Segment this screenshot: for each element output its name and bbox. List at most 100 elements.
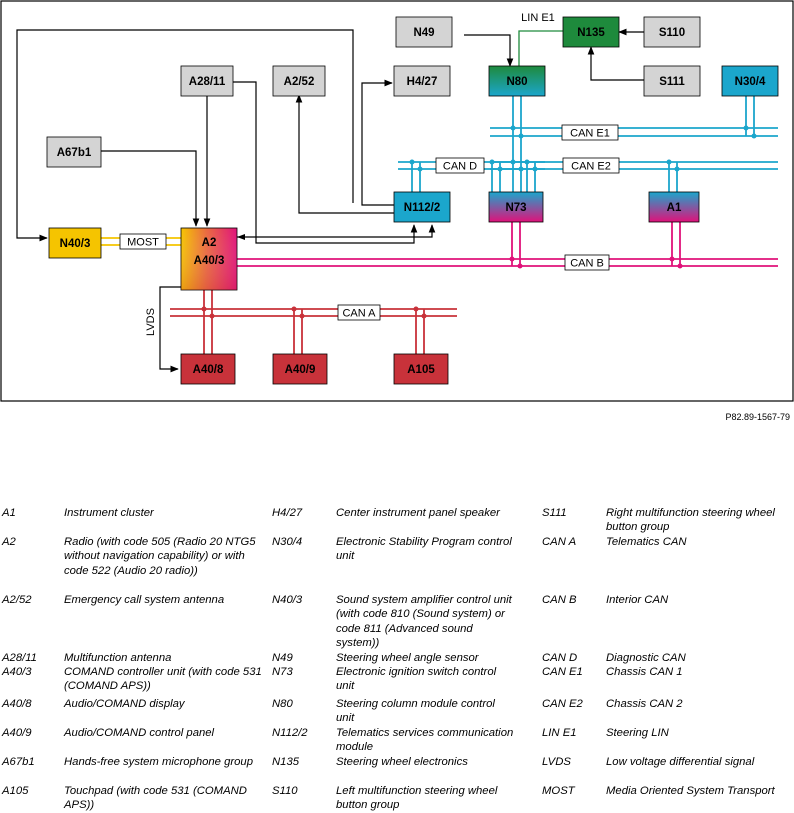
legend-description: Instrument cluster — [64, 507, 154, 519]
diagram-frame — [0, 0, 794, 402]
box-s111: S111 — [643, 65, 701, 97]
can-e1-label: CAN E1 — [570, 128, 610, 140]
bus-label-can-d: CAN D — [435, 157, 485, 174]
legend-code: H4/27 — [272, 507, 303, 519]
can-e1-bus — [490, 127, 778, 137]
n80-label: N80 — [506, 76, 527, 88]
a408-label: A40/8 — [193, 364, 224, 376]
box-n49: N49 — [395, 16, 453, 48]
a409-label: A40/9 — [285, 364, 316, 376]
legend-description: Telematics CAN — [606, 536, 687, 548]
legend-description: Interior CAN — [606, 594, 669, 606]
legend-code: N73 — [272, 666, 293, 678]
n403-label: N40/3 — [60, 238, 91, 250]
signal-arrows — [16, 28, 644, 373]
legend-description: Chassis CAN 2 — [606, 698, 683, 710]
n135-label: N135 — [577, 27, 605, 39]
h427-label: H4/27 — [407, 76, 438, 88]
box-h427: H4/27 — [393, 65, 451, 97]
legend-description: COMAND controller unit (with code 531 (C… — [64, 666, 262, 693]
legend-code: LVDS — [542, 756, 571, 768]
can-d-label: CAN D — [443, 161, 477, 173]
s110-label: S110 — [659, 27, 685, 39]
legend-description: Touchpad (with code 531 (COMAND APS)) — [64, 785, 247, 812]
legend-code: A1 — [2, 507, 16, 519]
n73-label: N73 — [505, 202, 526, 214]
n80-can-drops — [512, 96, 522, 192]
legend-code: CAN E2 — [542, 698, 583, 710]
legend-description: Multifunction antenna — [64, 652, 172, 664]
legend-code: A28/11 — [2, 652, 37, 664]
legend-description: Radio (with code 505 (Radio 20 NTG5 with… — [64, 536, 256, 577]
legend-description: Steering wheel electronics — [336, 756, 468, 768]
legend-description: Low voltage differential signal — [606, 756, 755, 768]
legend-description: Right multifunction steering wheel butto… — [606, 507, 775, 534]
legend-description: Telematics services communication module — [336, 727, 514, 754]
legend-code: N135 — [272, 756, 300, 768]
box-n1122: N112/2 — [393, 191, 451, 223]
a105-label: A105 — [407, 364, 435, 376]
box-n304: N30/4 — [721, 65, 779, 97]
legend-code: A40/3 — [2, 666, 32, 678]
legend-code: LIN E1 — [542, 727, 577, 739]
legend-description: Steering LIN — [606, 727, 669, 739]
bus-label-can-e1: CAN E1 — [561, 124, 619, 141]
bus-label-most: MOST — [119, 233, 167, 250]
legend-description: Hands-free system microphone group — [64, 756, 253, 768]
a403-label-a2: A2 — [202, 237, 217, 249]
legend-code: CAN E1 — [542, 666, 583, 678]
legend-description: Chassis CAN 1 — [606, 666, 683, 678]
can-e2-label: CAN E2 — [571, 161, 611, 173]
lin-e1-line — [518, 30, 563, 68]
legend-description: Audio/COMAND display — [64, 698, 185, 710]
legend-description: Steering wheel angle sensor — [336, 652, 479, 664]
box-a408: A40/8 — [180, 353, 236, 385]
can-b-bus — [236, 258, 778, 267]
legend-description: Left multifunction steering wheel button… — [336, 785, 498, 812]
box-a1: A1 — [648, 191, 700, 223]
legend-description: Audio/COMAND control panel — [64, 727, 215, 739]
a252-label: A2/52 — [284, 76, 315, 88]
legend-code: CAN D — [542, 652, 578, 664]
can-a-drops — [203, 290, 425, 354]
box-a403: A2 A40/3 — [180, 227, 238, 291]
box-a105: A105 — [393, 353, 449, 385]
n304-label: N30/4 — [735, 76, 766, 88]
lvds-label: LVDS — [145, 308, 157, 336]
bus-label-can-a: CAN A — [337, 304, 381, 321]
network-diagram: LIN E1 CAN E1 CAN D CAN E2 CAN B CAN A M… — [0, 0, 794, 402]
legend-code: A40/9 — [2, 727, 32, 739]
can-a-junction-dots — [201, 306, 427, 319]
can-a-bus — [170, 308, 457, 317]
legend-code: S111 — [542, 507, 567, 519]
legend-code: A67b1 — [2, 756, 35, 768]
can-a-label: CAN A — [342, 308, 376, 320]
box-a409: A40/9 — [272, 353, 328, 385]
box-a252: A2/52 — [272, 65, 326, 97]
bus-junction-dots — [409, 125, 757, 172]
a1-can-drops — [668, 162, 678, 192]
n1122-label: N112/2 — [404, 202, 440, 214]
legend-code: N49 — [272, 652, 293, 664]
legend-code: A105 — [2, 785, 29, 797]
legend-code: S110 — [272, 785, 298, 797]
box-a2811: A28/11 — [180, 65, 234, 97]
legend-code: CAN A — [542, 536, 577, 548]
n49-label: N49 — [413, 27, 434, 39]
legend-description: Diagnostic CAN — [606, 652, 686, 664]
can-b-junction-dots — [509, 256, 683, 269]
legend-code: A2/52 — [2, 594, 32, 606]
legend-code: MOST — [542, 785, 575, 797]
legend-description: Electronic Stability Program control uni… — [336, 536, 512, 563]
a67b1-label: A67b1 — [57, 147, 92, 159]
legend-code: N30/4 — [272, 536, 303, 548]
a403-link-arrowhead — [237, 234, 245, 240]
legend-code: N80 — [272, 698, 293, 710]
a1-label: A1 — [667, 202, 682, 214]
legend-code: N40/3 — [272, 594, 303, 606]
legend-code: N112/2 — [272, 727, 308, 739]
a403-label-a403: A40/3 — [194, 255, 225, 267]
legend-code: CAN B — [542, 594, 577, 606]
box-n135: N135 — [562, 16, 620, 48]
